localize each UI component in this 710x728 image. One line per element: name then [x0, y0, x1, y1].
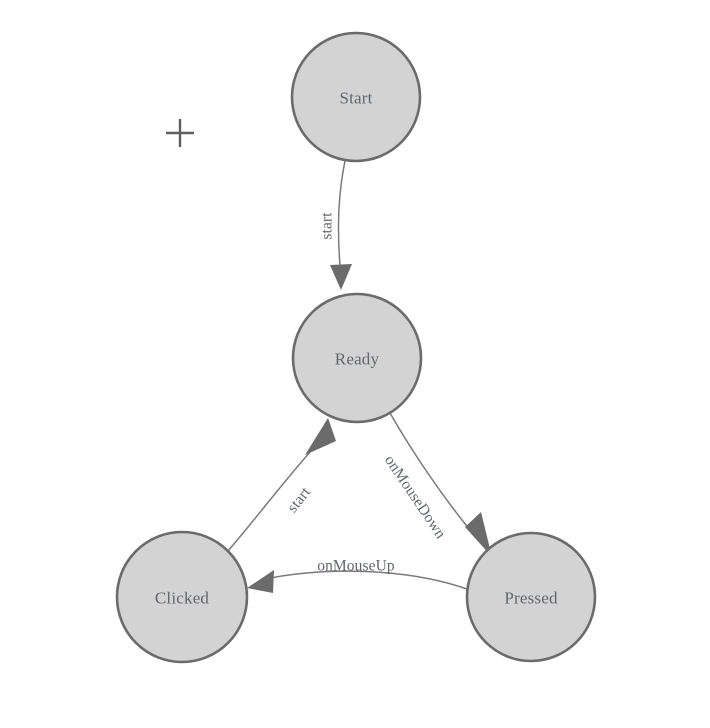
arrowhead-into-pressed-from-ready: [465, 512, 492, 557]
edge-path-pressed-to-clicked[interactable]: [264, 570, 468, 590]
node-label-pressed: Pressed: [504, 589, 558, 608]
edge-path-clicked-to-ready[interactable]: [227, 442, 319, 552]
node-label-clicked: Clicked: [155, 589, 210, 608]
arrowhead-into-clicked-from-pressed: [247, 570, 274, 593]
edge-ready-to-pressed[interactable]: onMouseDown: [381, 412, 492, 557]
edge-pressed-to-clicked[interactable]: onMouseUp: [247, 558, 468, 594]
edge-start-to-ready[interactable]: start: [319, 160, 353, 290]
node-circle-ready[interactable]: [291, 292, 423, 424]
node-clicked[interactable]: Clicked: [115, 530, 249, 664]
edge-label-clicked-to-ready: start: [284, 484, 314, 516]
crosshair-icon: [166, 119, 194, 147]
arrowhead-into-ready-from-clicked: [305, 418, 336, 455]
arrowhead-into-ready-from-start: [330, 264, 352, 290]
node-label-start: Start: [339, 89, 372, 108]
node-pressed[interactable]: Pressed: [465, 531, 597, 663]
edge-label-ready-to-pressed: onMouseDown: [381, 452, 449, 542]
edge-path-start-to-ready[interactable]: [337, 160, 346, 266]
node-ready[interactable]: Ready: [291, 292, 423, 424]
node-start[interactable]: Start: [290, 31, 422, 163]
edge-path-ready-to-pressed[interactable]: [389, 412, 480, 542]
node-circle-start[interactable]: [290, 31, 422, 163]
edge-label-start-to-ready: start: [319, 212, 336, 240]
node-label-ready: Ready: [335, 350, 380, 369]
node-circle-clicked[interactable]: [115, 530, 249, 664]
edge-label-pressed-to-clicked: onMouseUp: [317, 558, 395, 575]
node-circle-pressed[interactable]: [465, 531, 597, 663]
edge-clicked-to-ready[interactable]: start: [227, 418, 336, 552]
